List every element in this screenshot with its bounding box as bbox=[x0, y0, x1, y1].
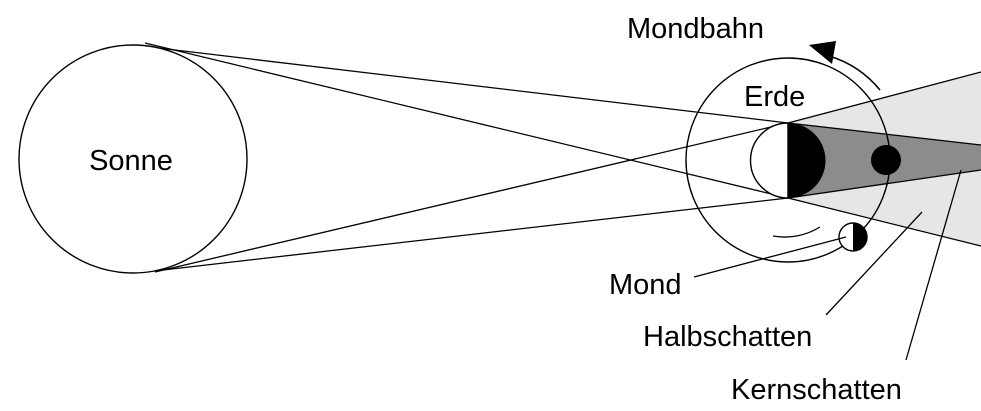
outer-tangent-bottom bbox=[163, 198, 788, 270]
moon-leader-line bbox=[694, 237, 846, 277]
sun-label: Sonne bbox=[89, 145, 173, 177]
umbra-label: Kernschatten bbox=[731, 374, 902, 406]
penumbra-leader-line bbox=[826, 212, 922, 315]
eclipsed-moon bbox=[871, 145, 901, 175]
orbit-direction-arc bbox=[829, 56, 880, 90]
penumbra-label: Halbschatten bbox=[643, 321, 812, 353]
earth bbox=[751, 123, 826, 198]
earth-label: Erde bbox=[744, 81, 805, 113]
moon-phase-icon bbox=[839, 223, 867, 251]
moon-label: Mond bbox=[609, 269, 682, 301]
moon-orbit-label: Mondbahn bbox=[627, 13, 764, 45]
earth-lit-half bbox=[751, 123, 788, 198]
moon-orbit-path-lower bbox=[773, 227, 820, 237]
